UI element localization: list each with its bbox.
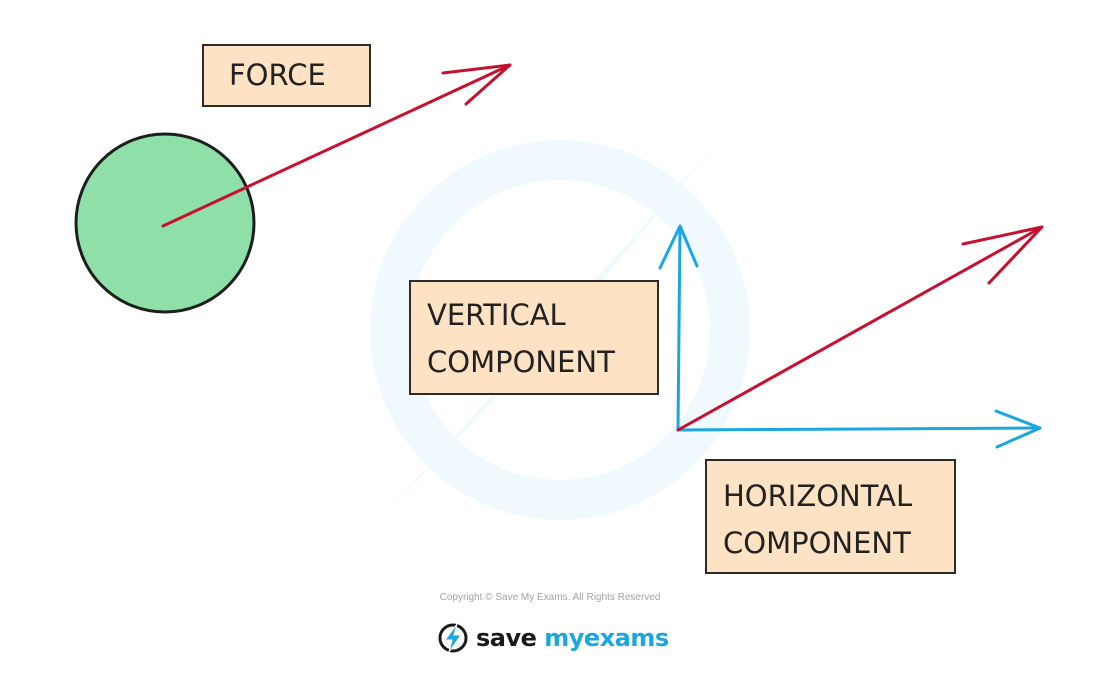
brand-word-save: save: [476, 624, 537, 652]
object-ball: [74, 132, 256, 314]
vertical-label-line-2: COMPONENT: [427, 344, 615, 379]
lightning-bolt-circle-icon: [438, 623, 468, 653]
force-label-box: FORCE: [202, 44, 371, 107]
horizontal-label-line-2: COMPONENT: [723, 525, 911, 560]
brand-logo[interactable]: save myexams: [436, 618, 669, 658]
brand-word-exams: exams: [583, 624, 669, 652]
force-arrow: [161, 63, 512, 228]
horizontal-component-arrow: [676, 409, 1042, 449]
vertical-component-arrow: [658, 224, 699, 432]
horizontal-label-line-1: HORIZONTAL: [723, 479, 913, 513]
force-label: FORCE: [229, 58, 326, 92]
horizontal-component-label-box: HORIZONTAL COMPONENT: [705, 459, 956, 574]
vertical-component-label-box: VERTICAL COMPONENT: [409, 280, 659, 395]
brand-word-my: my: [544, 624, 584, 652]
brand-name: save myexams: [476, 624, 669, 652]
resultant-force-arrow: [676, 225, 1044, 432]
copyright-text: Copyright © Save My Exams. All Rights Re…: [439, 592, 661, 603]
vertical-label-line-1: VERTICAL: [427, 298, 566, 332]
